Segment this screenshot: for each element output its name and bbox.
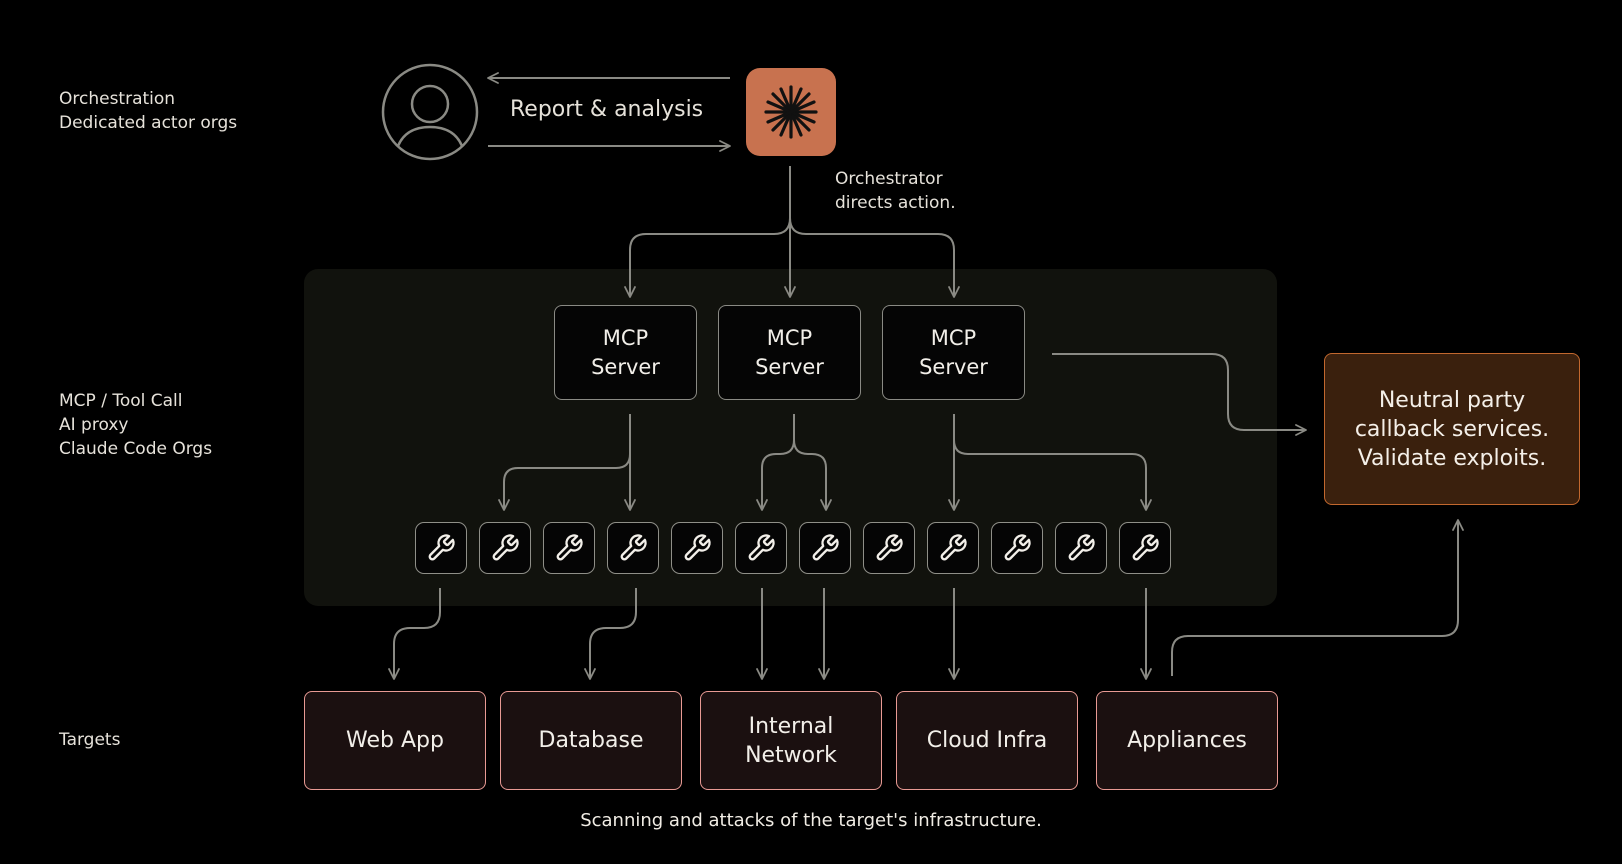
- wrench-icon: [1130, 533, 1160, 563]
- wrench-icon: [490, 533, 520, 563]
- layer-label-orchestration: Orchestration Dedicated actor orgs: [59, 89, 238, 133]
- neutral-party-box: Neutral party callback services. Validat…: [1324, 353, 1580, 505]
- mcp-server-2: MCP Server: [718, 305, 861, 400]
- tool-8: [863, 522, 915, 574]
- arrow-mcp2-tool7: [793, 439, 832, 511]
- target-internal-network: Internal Network: [700, 691, 882, 790]
- wrench-icon: [426, 533, 456, 563]
- wrench-icon: [874, 533, 904, 563]
- wrench-icon: [682, 533, 712, 563]
- arrow-appliances-neutral: [1171, 519, 1464, 676]
- target-web-app: Web App: [304, 691, 486, 790]
- user-circle-icon: [381, 63, 479, 161]
- wrench-icon: [810, 533, 840, 563]
- layer-label-mcp: MCP / Tool Call AI proxy Claude Code Org…: [59, 391, 213, 459]
- wrench-icon: [1066, 533, 1096, 563]
- target-database: Database: [500, 691, 682, 790]
- orchestrator-note: Orchestrator directs action.: [835, 169, 956, 213]
- arrow-tool4-database: [584, 588, 637, 680]
- tool-7: [799, 522, 851, 574]
- wrench-icon: [1002, 533, 1032, 563]
- tool-12: [1119, 522, 1171, 574]
- target-cloud-infra: Cloud Infra: [896, 691, 1078, 790]
- tool-6: [735, 522, 787, 574]
- arrow-orch-mcp-3: [789, 217, 960, 298]
- tool-5: [671, 522, 723, 574]
- tool-11: [1055, 522, 1107, 574]
- layer-label-targets: Targets: [59, 730, 121, 750]
- wrench-icon: [938, 533, 968, 563]
- starburst-icon: [764, 85, 818, 139]
- arrow-mcp3-tool12: [953, 439, 1152, 511]
- tool-4: [607, 522, 659, 574]
- tool-1: [415, 522, 467, 574]
- tool-10: [991, 522, 1043, 574]
- arrow-tool1-webapp: [388, 588, 441, 680]
- arrow-mcp2-tool6: [756, 414, 795, 511]
- tool-3: [543, 522, 595, 574]
- wrench-icon: [618, 533, 648, 563]
- target-appliances: Appliances: [1096, 691, 1278, 790]
- arrow-mcp1-tool2: [498, 414, 631, 511]
- mcp-server-3: MCP Server: [882, 305, 1025, 400]
- arrow-mcp3-neutral: [1052, 353, 1307, 436]
- tool-2: [479, 522, 531, 574]
- arrow-orch-mcp-1: [624, 166, 791, 298]
- wrench-icon: [554, 533, 584, 563]
- orchestrator-node: [746, 68, 836, 156]
- mcp-server-1: MCP Server: [554, 305, 697, 400]
- tool-9: [927, 522, 979, 574]
- report-analysis-label: Report & analysis: [510, 97, 704, 122]
- wrench-icon: [746, 533, 776, 563]
- diagram-caption: Scanning and attacks of the target's inf…: [580, 810, 1042, 831]
